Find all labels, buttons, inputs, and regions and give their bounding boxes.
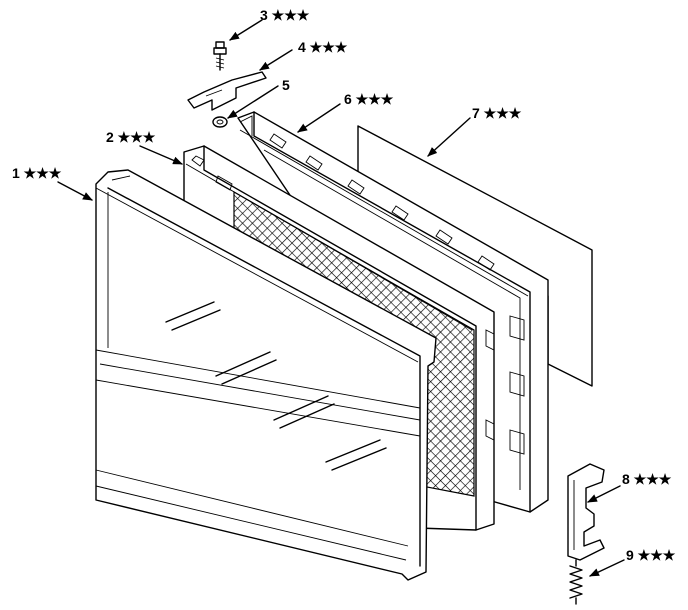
callout-5: 5 — [282, 77, 290, 93]
callout-2: 2 ★★★ — [106, 129, 156, 145]
part-9-spring — [569, 559, 583, 605]
part-3-screw — [213, 41, 227, 71]
part-8-latch — [567, 463, 605, 561]
leader-lines — [57, 19, 625, 577]
callout-labels: 1 ★★★ 2 ★★★ 3 ★★★ 4 ★★★ 5 6 ★★★ 7 ★★★ 8 … — [12, 7, 676, 563]
callout-9: 9 ★★★ — [626, 547, 676, 563]
callout-8: 8 ★★★ — [622, 471, 672, 487]
callout-7: 7 ★★★ — [472, 105, 522, 121]
callout-6: 6 ★★★ — [344, 91, 394, 107]
callout-4: 4 ★★★ — [298, 39, 348, 55]
callout-3: 3 ★★★ — [260, 7, 310, 23]
part-1-front-door — [95, 169, 437, 581]
callout-1: 1 ★★★ — [12, 165, 62, 181]
part-4-bracket — [187, 71, 267, 111]
part-5-nut — [212, 116, 228, 128]
